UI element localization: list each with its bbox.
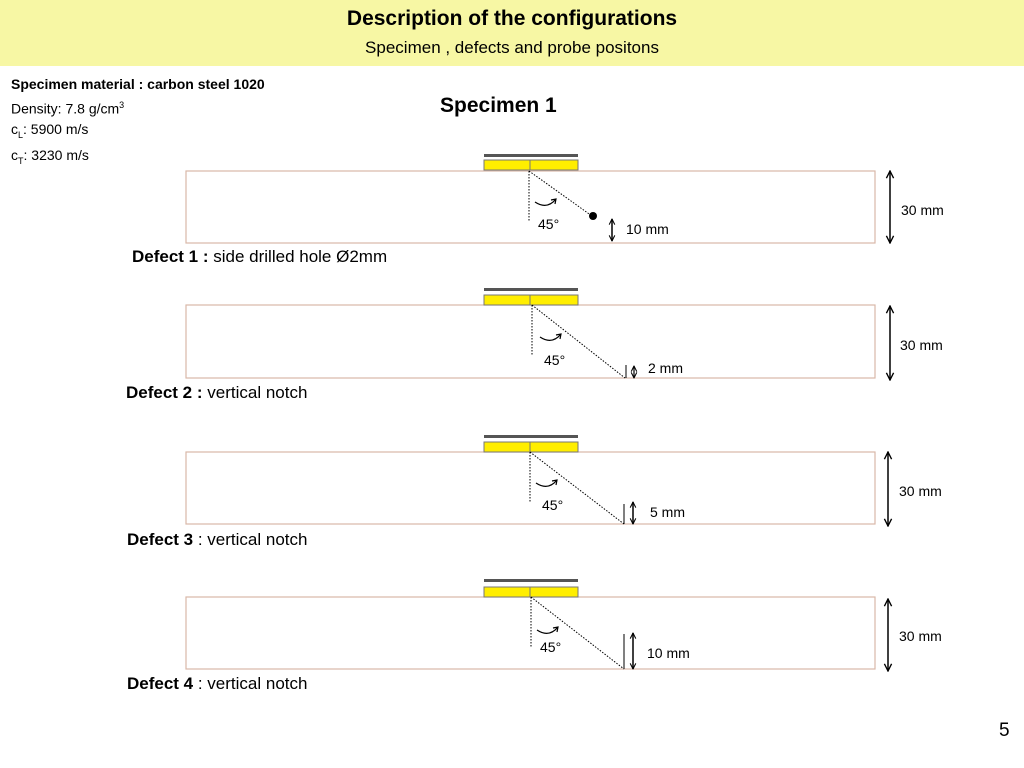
angle-arc-arrowhead: [555, 333, 562, 340]
config-1: 45° 10 mm 30 mm: [185, 154, 944, 244]
slide-subtitle: Specimen , defects and probe positons: [365, 38, 659, 57]
thickness-label: 30 mm: [899, 628, 942, 644]
slide-title: Description of the configurations: [346, 7, 678, 30]
thickness-label: 30 mm: [899, 483, 942, 499]
angle-arc-arrowhead: [552, 626, 559, 633]
angle-arc-icon: [534, 198, 557, 206]
defect-dim-label: 5 mm: [650, 504, 685, 520]
defect-1-label: Defect 1 : side drilled hole Ø2mm: [132, 247, 388, 266]
probe-wedge: [483, 294, 579, 306]
probe-cable: [484, 579, 578, 582]
angle-arc-icon: [536, 626, 559, 634]
angle-label: 45°: [538, 216, 559, 232]
angle-arc-icon: [535, 479, 558, 487]
defect-2-label: Defect 2 : vertical notch: [126, 383, 308, 402]
probe-cable: [484, 154, 578, 157]
angle-label: 45°: [542, 497, 563, 513]
defect-3-label: Defect 3 : vertical notch: [127, 530, 308, 549]
beam-path: [528, 170, 593, 217]
material-properties: Specimen material : carbon steel 1020 De…: [11, 74, 265, 171]
density-line: Density: 7.8 g/cm3: [11, 99, 125, 117]
slide-header: Description of the configurations Specim…: [0, 0, 1024, 66]
defect-4-label: Defect 4 : vertical notch: [127, 674, 308, 693]
config-2: 45° 2 mm 30 mm: [185, 288, 943, 380]
page-number: 5: [999, 720, 1010, 741]
specimen-block: [185, 304, 876, 379]
angle-label: 45°: [544, 352, 565, 368]
config-4: 45° 10 mm 30 mm: [185, 579, 942, 671]
probe-wedge: [483, 441, 579, 453]
angle-arc-arrowhead: [551, 479, 558, 486]
defect-dim-label: 10 mm: [647, 645, 690, 661]
config-3: 45° 5 mm 30 mm: [185, 435, 942, 526]
angle-arc-icon: [539, 333, 562, 341]
probe-cable: [484, 288, 578, 291]
specimen-block: [185, 170, 876, 244]
ct-line: cT: 3230 m/s: [11, 146, 89, 166]
angle-arc-arrowhead: [550, 198, 557, 205]
defect-dim-label: 10 mm: [626, 221, 669, 237]
thickness-label: 30 mm: [901, 202, 944, 218]
thickness-label: 30 mm: [900, 337, 943, 353]
probe-wedge: [483, 586, 579, 598]
defect-dim-label: 2 mm: [648, 360, 683, 376]
probe-cable: [484, 435, 578, 438]
specimen-title: Specimen 1: [440, 94, 557, 117]
angle-label: 45°: [540, 639, 561, 655]
material-title: Specimen material : carbon steel 1020: [11, 76, 265, 92]
cl-line: cL: 5900 m/s: [11, 120, 89, 140]
probe-wedge: [483, 159, 579, 171]
side-drilled-hole: [589, 212, 597, 220]
